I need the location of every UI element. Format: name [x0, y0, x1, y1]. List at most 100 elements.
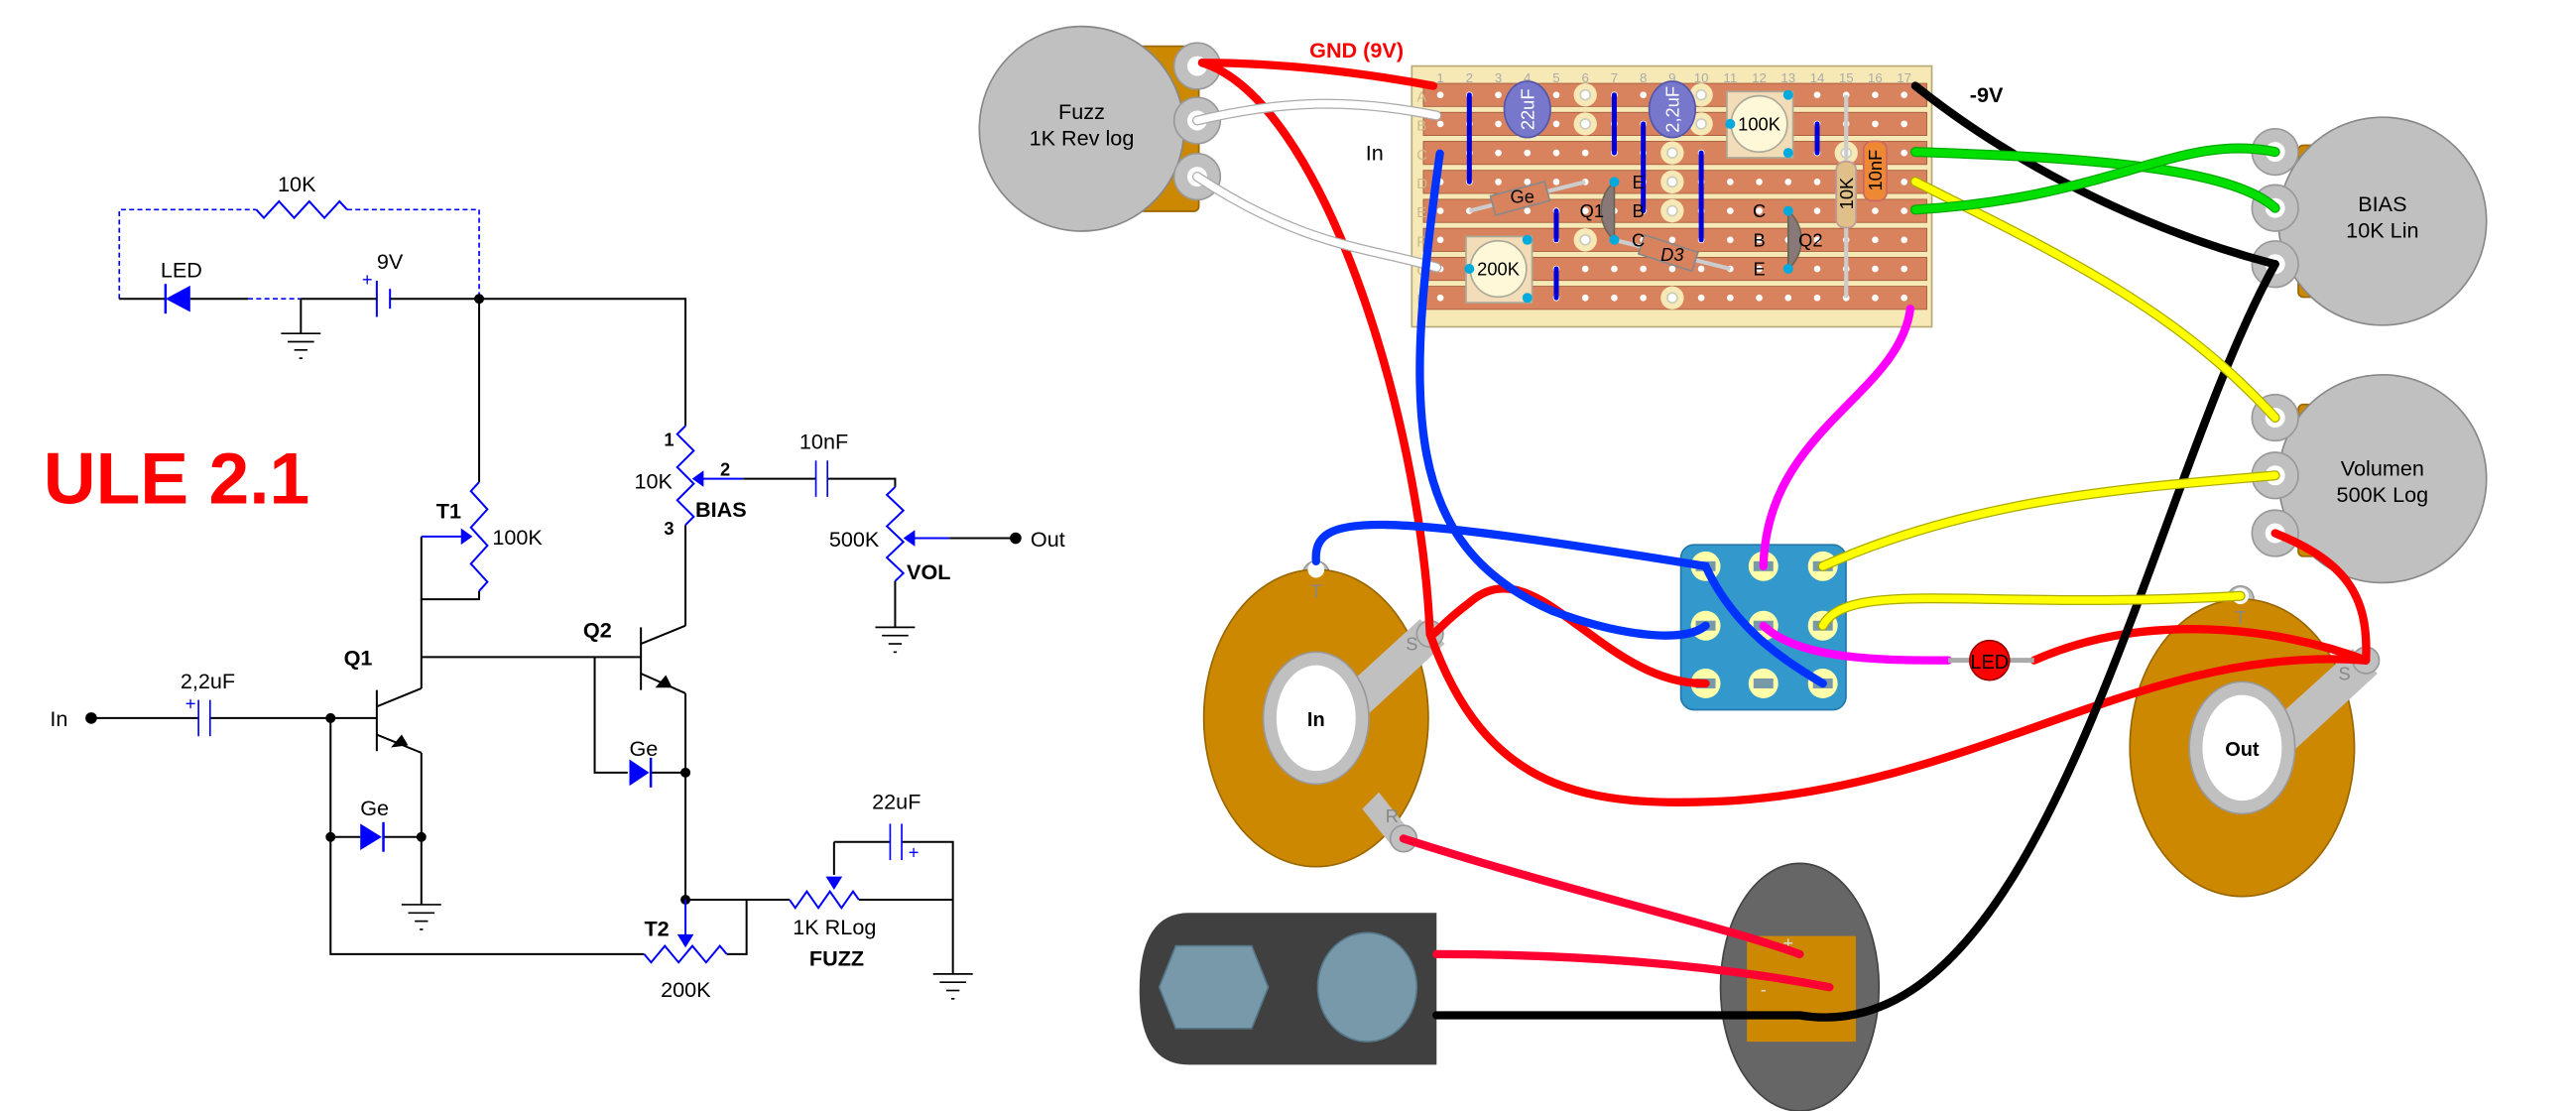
- output-jack[interactable]: [2129, 584, 2381, 898]
- board-hole: [1727, 179, 1734, 185]
- board-hole: [1872, 265, 1879, 273]
- column-label: 2: [1466, 70, 1473, 85]
- column-label: 5: [1552, 70, 1559, 85]
- board-hole: [1756, 236, 1763, 244]
- board-hole: [1436, 294, 1444, 302]
- wire-ring-battery: [1399, 834, 1804, 959]
- wire-battery-negative: [1432, 260, 2279, 1022]
- solder-pad: [1609, 177, 1620, 187]
- column-label: 13: [1780, 70, 1795, 85]
- board-hole: [1872, 294, 1879, 302]
- q1-collector-label: C: [1632, 229, 1645, 250]
- board-hole: [1495, 91, 1502, 99]
- diode-ge2: [629, 757, 653, 788]
- column-label: 10: [1694, 70, 1709, 85]
- board-hole: [1552, 179, 1560, 185]
- fuzz-wiper-arrow: [825, 876, 843, 890]
- solder-pad: [1464, 264, 1475, 275]
- board-hole: [1552, 91, 1560, 99]
- track-cut-hole: [1579, 118, 1592, 130]
- board-hole: [1727, 294, 1734, 302]
- battery-minus-label: -: [1761, 979, 1767, 1000]
- input-label: In: [50, 706, 67, 731]
- schematic-title: ULE 2.1: [44, 438, 310, 520]
- capacitor-22uf-label: 22uF: [1517, 88, 1537, 130]
- output-jack-label: Out: [2225, 739, 2260, 761]
- board-hole: [1901, 207, 1908, 214]
- q1-collector-wire: [420, 599, 642, 688]
- board-hole: [1524, 207, 1532, 214]
- wiring-layout: Fuzz 1K Rev log BIAS 10K Lin Volumen 500…: [978, 25, 2488, 1111]
- input-jack-sleeve-label: S: [1406, 634, 1417, 655]
- board-hole: [1727, 207, 1734, 214]
- board-hole: [1552, 149, 1560, 157]
- board-hole: [1901, 294, 1908, 302]
- volume-pot-symbol: [885, 486, 906, 582]
- board-hole: [1813, 236, 1821, 244]
- trimmer-100k-label: 100K: [1738, 114, 1780, 135]
- input-jack[interactable]: [1202, 559, 1445, 868]
- solder-pad: [1782, 205, 1793, 216]
- neg-9v-label: -9V: [1970, 82, 2004, 107]
- q2-emitter-label: E: [1753, 259, 1765, 280]
- bias-pot-value: 10K Lin: [2346, 218, 2418, 243]
- wire-gnd-board: [1197, 59, 1438, 90]
- board-hole: [1697, 294, 1705, 302]
- board-hole: [1581, 294, 1589, 302]
- diode-d3-label: D3: [1660, 244, 1684, 265]
- ground-symbol: [932, 973, 973, 1000]
- t1-value: 100K: [492, 525, 543, 550]
- bias-pot-symbol: [675, 425, 695, 526]
- diode-ge2-label: Ge: [629, 736, 658, 761]
- board-hole: [1901, 120, 1908, 128]
- transistor-q1: [375, 687, 423, 754]
- bias-label: BIAS: [695, 497, 747, 522]
- q1-label: Q1: [344, 646, 373, 671]
- board-hole: [1727, 236, 1734, 244]
- board-hole: [1611, 265, 1618, 273]
- board-hole: [1611, 294, 1618, 302]
- board-hole: [1872, 207, 1879, 214]
- input-capacitor-label: 2,2uF: [181, 669, 235, 693]
- resistor-10k: [1835, 161, 1858, 229]
- board-hole: [1756, 294, 1763, 302]
- board-hole: [1813, 207, 1821, 214]
- volume-pot-value: 500K Log: [2337, 482, 2429, 507]
- volume-label: VOL: [907, 559, 950, 584]
- column-label: 16: [1868, 70, 1883, 85]
- capacitor-10nf: [1862, 140, 1888, 202]
- node: [416, 831, 427, 842]
- diode-ge-label: Ge: [1511, 186, 1534, 207]
- input-capacitor-plus: +: [185, 693, 196, 714]
- bias-pot[interactable]: [2251, 116, 2488, 326]
- column-label: 17: [1897, 70, 1911, 85]
- fuzz-label: FUZZ: [809, 946, 864, 971]
- board-hole: [1495, 179, 1502, 185]
- track-cut-hole: [1666, 204, 1678, 217]
- bias-wiper-arrow: [691, 470, 704, 487]
- board-hole: [1495, 120, 1502, 128]
- column-label: 15: [1839, 70, 1854, 85]
- node: [325, 831, 336, 842]
- resistor-10k-led-label: 10K: [278, 172, 316, 196]
- board-in-label: In: [1366, 140, 1384, 165]
- column-label: 1: [1436, 70, 1443, 85]
- fuzz-pot[interactable]: [978, 25, 1222, 232]
- row-label: E: [1416, 204, 1426, 221]
- battery-plus-label: +: [1782, 932, 1793, 953]
- gnd-label: GND (9V): [1309, 38, 1404, 62]
- bias-pin-3: 3: [664, 518, 674, 539]
- t2-value: 200K: [661, 977, 711, 1002]
- board-hole: [1901, 265, 1908, 273]
- solder-pad: [1522, 293, 1533, 304]
- wire-input-switch: [1311, 520, 1827, 688]
- t2-wiper-arrow: [676, 933, 694, 948]
- output-capacitor-label: 10nF: [799, 430, 848, 454]
- solder-pad: [1782, 148, 1793, 159]
- output-jack-sleeve-label: S: [2338, 664, 2350, 684]
- row-label: A: [1416, 88, 1426, 105]
- wire-battery-positive: [1432, 949, 1834, 992]
- led-label: LED: [161, 258, 202, 283]
- output-jack-tip-label: T: [2235, 607, 2246, 628]
- volume-value: 500K: [829, 527, 880, 552]
